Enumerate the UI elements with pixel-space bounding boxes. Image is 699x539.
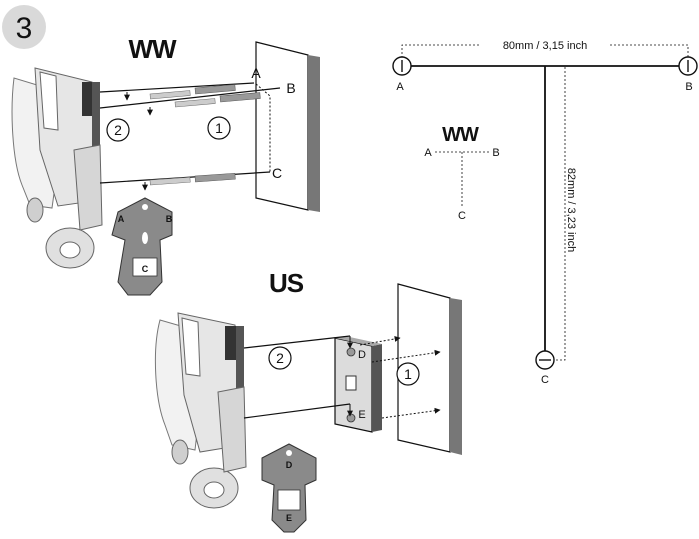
- us-section-title: US: [269, 268, 304, 298]
- us-step-two-marker: 2: [268, 346, 292, 370]
- mini-point-c: C: [458, 210, 466, 222]
- us-step-one-marker: 1: [396, 362, 420, 386]
- us-mounting-plate: D E: [261, 443, 317, 533]
- ww-plate-label-b: B: [166, 214, 173, 224]
- ww-plate-label-c: C: [142, 264, 149, 274]
- template-height-dimension: 82mm / 3,23 inch: [565, 168, 577, 252]
- us-wall-bracket: [334, 336, 382, 433]
- ww-hole-label-a: A: [251, 65, 261, 81]
- template-hole-a: [392, 56, 412, 76]
- drilling-template: 80mm / 3,15 inch 82mm / 3,23 inch A B C: [392, 40, 698, 386]
- mini-diagram-title: WW: [442, 124, 479, 146]
- mini-point-a: A: [424, 147, 432, 159]
- ww-section-title: WW: [128, 34, 177, 64]
- ww-hole-label-b: B: [286, 80, 295, 96]
- ww-hole-label-c: C: [272, 165, 282, 181]
- ww-step-two-label: 2: [114, 122, 122, 138]
- step-badge: 3: [2, 5, 46, 49]
- mini-point-b: B: [492, 147, 499, 159]
- ww-screw-lines: [99, 82, 281, 191]
- us-device-illustration: [154, 312, 247, 509]
- us-plate-label-e: E: [286, 513, 292, 523]
- us-screw-lines: [243, 335, 441, 419]
- template-hole-b: [678, 56, 698, 76]
- ww-device-illustration: [11, 67, 103, 269]
- us-hole-label-d: D: [358, 349, 366, 361]
- us-plate-label-d: D: [286, 460, 293, 470]
- template-point-a: A: [396, 81, 404, 93]
- ww-step-one-marker: 1: [207, 116, 231, 140]
- template-point-b: B: [685, 81, 692, 93]
- template-point-c: C: [541, 374, 549, 386]
- us-step-one-label: 1: [404, 366, 412, 382]
- ww-plate-label-a: A: [118, 214, 125, 224]
- template-mini-diagram: WW A B C: [424, 124, 499, 222]
- ww-mounting-plate: A B C: [111, 197, 173, 296]
- ww-step-two-marker: 2: [106, 118, 130, 142]
- step-number: 3: [16, 12, 33, 45]
- us-hole-label-e: E: [358, 409, 365, 421]
- template-width-dimension: 80mm / 3,15 inch: [503, 40, 587, 52]
- template-hole-c: [535, 350, 555, 370]
- ww-step-one-label: 1: [215, 120, 223, 136]
- us-step-two-label: 2: [276, 350, 284, 366]
- ww-wall: [255, 41, 320, 212]
